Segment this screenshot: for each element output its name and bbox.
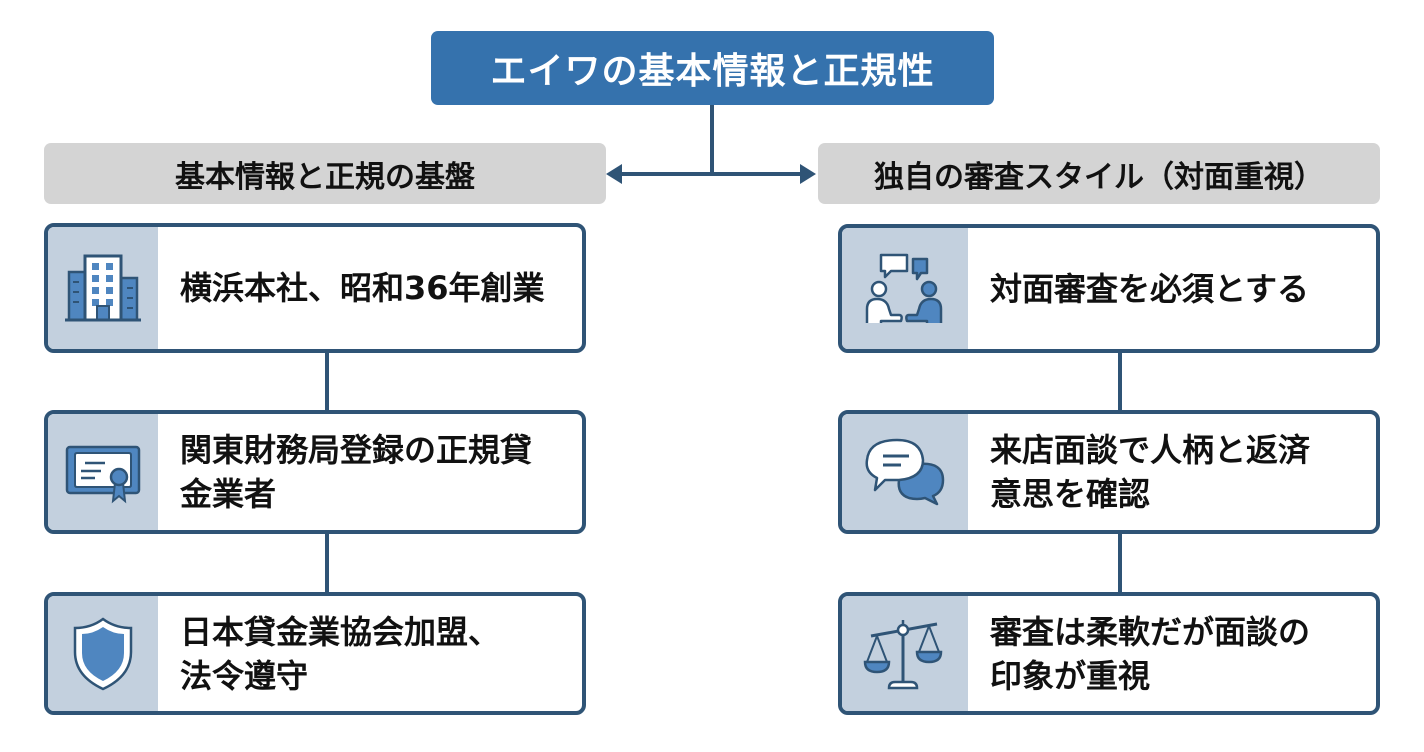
card-text: 日本貸金業協会加盟、 法令遵守 bbox=[180, 612, 501, 695]
left-connector-1 bbox=[325, 352, 329, 412]
left-section-header-text: 基本情報と正規の基盤 bbox=[175, 159, 475, 195]
shield-icon bbox=[73, 616, 133, 690]
icon-panel bbox=[842, 228, 968, 349]
title-stem-connector bbox=[710, 105, 714, 175]
chat-bubbles-icon bbox=[865, 438, 945, 506]
card-association: 日本貸金業協会加盟、 法令遵守 bbox=[44, 592, 586, 715]
card-screening: 審査は柔軟だが面談の 印象が重視 bbox=[838, 592, 1380, 715]
right-connector-1 bbox=[1118, 352, 1122, 412]
left-connector-2 bbox=[325, 532, 329, 594]
right-section-header: 独自の審査スタイル（対面重視） bbox=[818, 143, 1380, 204]
icon-panel bbox=[48, 596, 158, 711]
card-text: 来店面談で人柄と返済 意思を確認 bbox=[990, 431, 1311, 513]
card-face-to-face: 対面審査を必須とする bbox=[838, 224, 1380, 353]
icon-panel bbox=[48, 414, 158, 530]
building-icon bbox=[65, 254, 141, 322]
icon-panel bbox=[48, 227, 158, 349]
right-arrowhead-icon bbox=[800, 164, 816, 184]
icon-panel bbox=[842, 596, 968, 711]
right-section-header-text: 独自の審査スタイル（対面重視） bbox=[874, 159, 1324, 195]
diagram-title-text: エイワの基本情報と正規性 bbox=[490, 51, 935, 92]
horizontal-connector bbox=[618, 172, 804, 176]
certificate-icon bbox=[65, 445, 141, 504]
card-text: 関東財務局登録の正規貸 金業者 bbox=[180, 431, 533, 513]
right-connector-2 bbox=[1118, 532, 1122, 594]
card-registration: 関東財務局登録の正規貸 金業者 bbox=[44, 410, 586, 534]
card-text: 審査は柔軟だが面談の 印象が重視 bbox=[990, 612, 1311, 695]
left-arrowhead-icon bbox=[606, 164, 622, 184]
card-text: 対面審査を必須とする bbox=[990, 269, 1310, 308]
icon-panel bbox=[842, 414, 968, 530]
left-section-header: 基本情報と正規の基盤 bbox=[44, 143, 606, 204]
card-headquarters: 横浜本社、昭和36年創業 bbox=[44, 223, 586, 353]
card-interview: 来店面談で人柄と返済 意思を確認 bbox=[838, 410, 1380, 534]
scales-icon bbox=[863, 619, 943, 689]
diagram-title: エイワの基本情報と正規性 bbox=[431, 31, 994, 105]
face-to-face-meeting-icon bbox=[865, 253, 943, 323]
card-text: 横浜本社、昭和36年創業 bbox=[180, 269, 545, 307]
